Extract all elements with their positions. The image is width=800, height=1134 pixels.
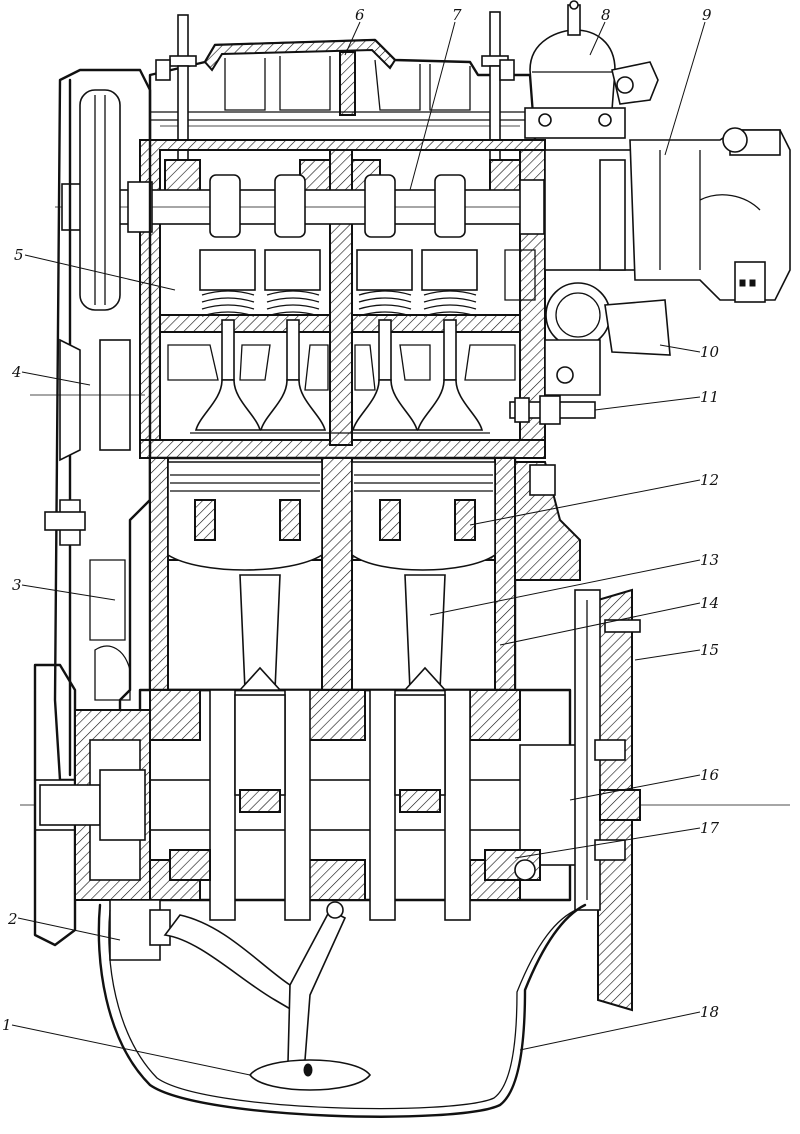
callout-6: 6 [355, 6, 365, 24]
flywheel [574, 588, 641, 1012]
oil-pickup [163, 901, 372, 1091]
callout-9: 9 [702, 6, 712, 24]
callout-15: 15 [700, 641, 719, 659]
timing-cover [30, 68, 152, 782]
crank-pulley [33, 663, 171, 961]
callout-16: 16 [700, 766, 720, 784]
cylinder-head [139, 139, 546, 459]
callout-13: 13 [700, 551, 719, 569]
callout-5: 5 [14, 246, 24, 264]
callout-1: 1 [2, 1016, 12, 1034]
callout-7: 7 [452, 6, 462, 24]
callout-4: 4 [11, 363, 22, 381]
camshaft [55, 174, 790, 238]
callout-2: 2 [7, 910, 18, 928]
callout-17: 17 [700, 819, 720, 837]
callout-11: 11 [700, 388, 719, 406]
oil-pan [97, 903, 587, 1118]
callout-14: 14 [700, 594, 719, 612]
callout-labels: 1 2 3 4 5 6 7 8 9 10 11 12 13 14 15 16 1… [2, 6, 720, 1034]
valve-cover [148, 38, 537, 142]
callout-12: 12 [700, 471, 719, 489]
coolant-outlet [544, 282, 671, 396]
stud-bolt [509, 395, 596, 425]
valve-train [190, 249, 490, 434]
cover-studs [155, 11, 515, 167]
cylinder-block [148, 456, 581, 692]
callout-10: 10 [700, 343, 720, 361]
callout-3: 3 [12, 576, 22, 594]
fuel-pump [524, 0, 659, 139]
callout-8: 8 [601, 6, 611, 24]
leader-lines [11, 21, 706, 1076]
callout-18: 18 [700, 1003, 719, 1021]
distributor [544, 127, 791, 303]
